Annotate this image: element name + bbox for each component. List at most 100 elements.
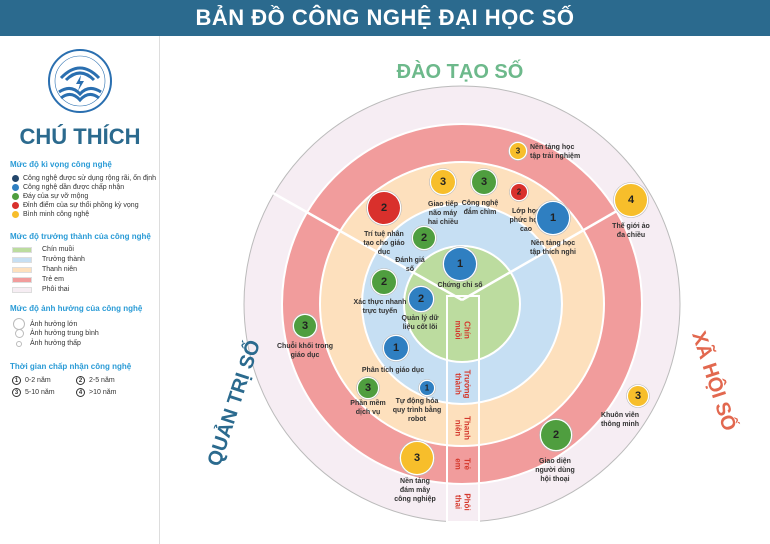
bubble-number: 1	[457, 258, 463, 270]
bubble-circle	[628, 386, 648, 406]
bubble-number: 3	[635, 390, 641, 402]
legend-label: 5-10 năm	[25, 389, 55, 396]
bubble-number: 1	[393, 342, 399, 354]
bubble-circle	[401, 442, 433, 474]
bubble-circle	[420, 381, 434, 395]
ring-label: thai	[454, 495, 463, 509]
impact-heading: Mức độ ảnh hưởng của công nghệ	[10, 304, 143, 313]
ring-label: Trưởng	[463, 370, 472, 399]
bubble-circle	[372, 270, 396, 294]
legend-maturity-item: Phôi thai	[12, 286, 69, 293]
legend-label: Thanh niên	[42, 266, 78, 273]
bubble-number: 2	[381, 276, 387, 288]
ring-label: em	[454, 458, 463, 470]
legend-label: 2-5 năm	[89, 377, 115, 384]
bubble-number: 3	[414, 452, 420, 464]
legend-label: Trẻ em	[42, 276, 64, 283]
adoption-heading: Thời gian chấp nhận công nghệ	[10, 362, 132, 371]
bubble-circle	[537, 202, 569, 234]
legend-label: Đáy của sự vỡ mộng	[23, 193, 89, 200]
legend-label: Ảnh hưởng thấp	[30, 340, 81, 347]
legend-panel: CHÚ THÍCH Mức độ kì vọng công nghệ Công …	[0, 36, 160, 544]
technology-label: Phân tích giáo dục	[362, 367, 424, 374]
legend-expectation-item: Công nghệ được sử dụng rộng rãi, ổn định	[12, 175, 156, 182]
legend-expectation-item: Đỉnh điểm của sự thổi phồng kỳ vọng	[12, 202, 139, 209]
bubble-number: 3	[365, 382, 371, 394]
technology-label: Chứng chỉ số	[437, 281, 483, 289]
bubble-number: 3	[440, 176, 446, 188]
legend-label: Bình minh công nghệ	[23, 211, 90, 218]
bubble-number: 3	[516, 147, 521, 156]
sector-divider-left	[272, 191, 463, 302]
legend-label: Chín muồi	[42, 246, 74, 253]
page-title: BẢN ĐỒ CÔNG NGHỆ ĐẠI HỌC SỐ	[0, 0, 770, 36]
legend-dot-icon	[12, 184, 19, 191]
bubble-number: 2	[553, 429, 559, 441]
bubble-circle	[294, 315, 316, 337]
legend-label: Công nghệ được sử dụng rộng rãi, ổn định	[23, 175, 157, 182]
legend-dot-icon	[12, 175, 19, 182]
bubble-circle	[510, 143, 526, 159]
ring-label: muồi	[454, 320, 463, 339]
legend-dot-icon	[12, 211, 19, 218]
legend-maturity-item: Thanh niên	[12, 266, 77, 273]
ring-label-column	[446, 295, 480, 523]
impact-circle-icon	[16, 340, 22, 347]
legend-impact-item: Ảnh hưởng thấp	[12, 340, 81, 347]
legend-label: Phôi thai	[42, 286, 70, 293]
legend-label: Đỉnh điểm của sự thổi phồng kỳ vọng	[23, 202, 139, 209]
bubble-number: 3	[481, 176, 487, 188]
bubble-number: 2	[517, 188, 522, 197]
legend-label: Ảnh hưởng lớn	[30, 320, 78, 328]
legend-swatch	[12, 246, 32, 253]
bubble-number: 1	[425, 384, 430, 393]
legend-maturity-item: Trẻ em	[12, 276, 64, 283]
maturity-ring	[403, 245, 521, 363]
bubble-circle	[444, 248, 476, 280]
ring-label: thành	[454, 373, 463, 395]
legend-dot-icon	[12, 193, 19, 200]
adoption-number-icon: 3	[12, 388, 21, 397]
bubble-circle	[368, 192, 400, 224]
bubble-circle	[615, 184, 647, 216]
bubble-circle	[358, 378, 378, 398]
legend-dot-icon	[12, 202, 19, 209]
legend-adoption-item: 3 5-10 năm	[12, 388, 55, 397]
legend-expectation-item: Công nghệ dần được chấp nhận	[12, 184, 124, 191]
sector-title-xa-hoi-so: XÃ HỘI SỐ	[687, 328, 742, 434]
bubble-number: 3	[302, 320, 308, 332]
sector-title-quan-tri-so: QUẢN TRỊ SỐ	[202, 337, 265, 469]
bubble-circle	[541, 420, 571, 450]
bubble-number: 2	[418, 293, 424, 305]
legend-label: 0-2 năm	[25, 377, 51, 384]
